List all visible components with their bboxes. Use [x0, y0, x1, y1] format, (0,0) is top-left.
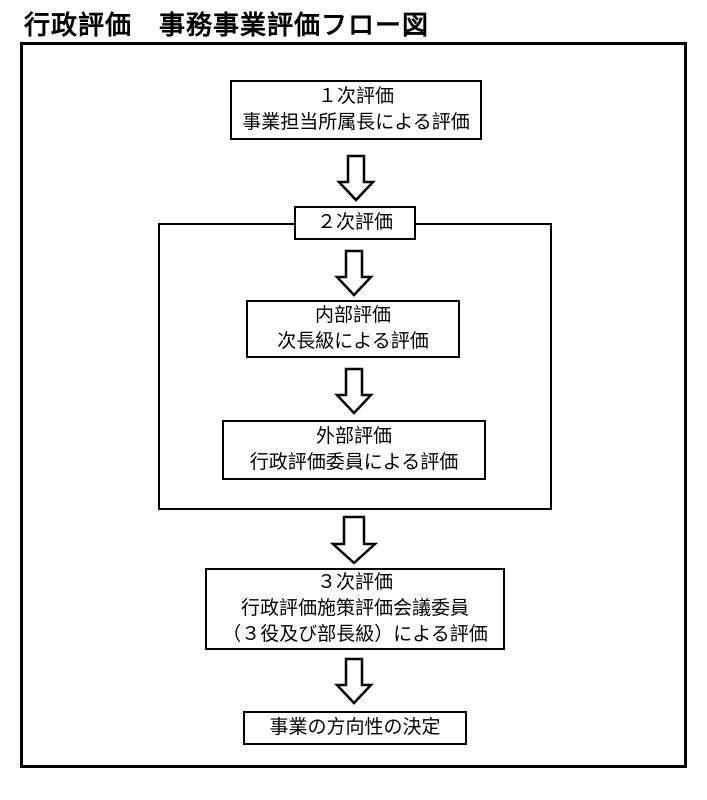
down-arrow-icon: [334, 367, 374, 415]
node-text-line: 事業の方向性の決定: [269, 717, 441, 738]
down-arrow-icon: [334, 249, 374, 297]
node-text-line: 行政評価施策評価会議委員: [240, 598, 469, 619]
down-arrow-icon: [334, 657, 374, 705]
node-text-line: ３次評価: [316, 572, 393, 593]
node-text-line: １次評価: [317, 86, 394, 107]
node-decision: 事業の方向性の決定: [243, 711, 467, 745]
node-third-evaluation: ３次評価 行政評価施策評価会議委員 （３役及び部長級）による評価: [205, 568, 505, 650]
down-arrow-icon: [329, 515, 379, 565]
down-arrow-icon: [336, 154, 376, 202]
node-first-evaluation: １次評価 事業担当所属長による評価: [230, 80, 482, 140]
node-text-line: 次長級による評価: [277, 331, 429, 352]
node-text-line: （３役及び部長級）による評価: [222, 624, 488, 645]
node-second-evaluation: ２次評価: [294, 206, 416, 240]
node-internal-evaluation: 内部評価 次長級による評価: [246, 300, 460, 358]
node-external-evaluation: 外部評価 行政評価委員による評価: [222, 420, 486, 480]
node-text-line: 内部評価: [314, 305, 391, 326]
node-text-line: ２次評価: [316, 212, 393, 233]
node-text-line: 事業担当所属長による評価: [242, 112, 470, 133]
page-title: 行政評価 事務事業評価フロー図: [24, 10, 430, 40]
node-text-line: 行政評価委員による評価: [249, 452, 459, 473]
node-text-line: 外部評価: [315, 426, 392, 447]
diagram-outer-border: [20, 42, 687, 768]
